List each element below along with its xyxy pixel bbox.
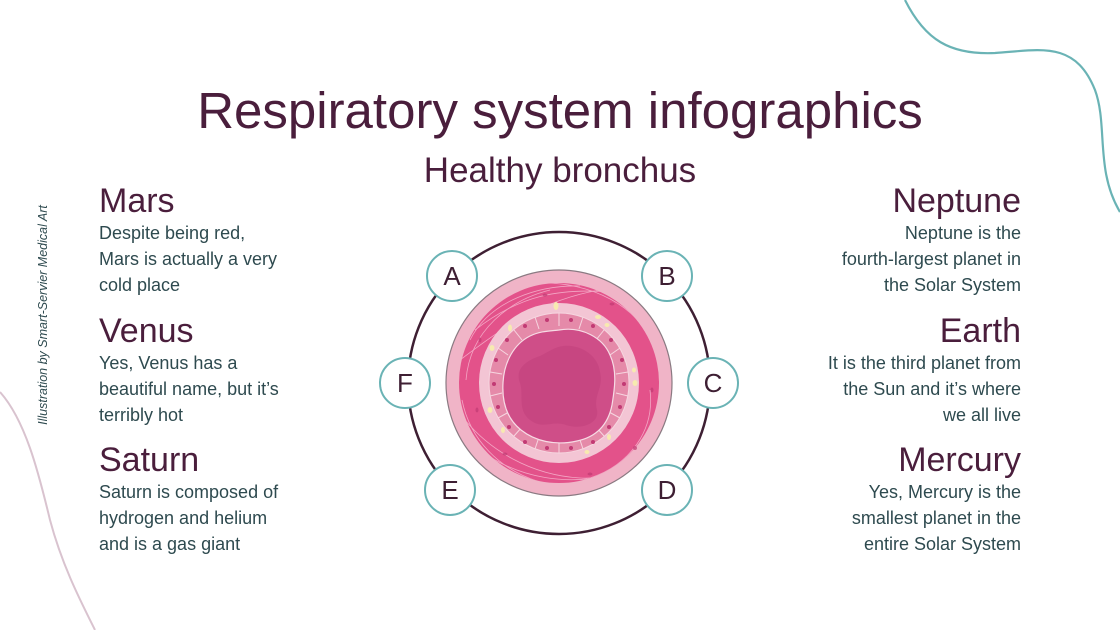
- info-line: the Solar System: [883, 275, 1021, 295]
- info-line: Mars is actually a very: [99, 249, 278, 269]
- info-line: Neptune is the: [904, 223, 1021, 243]
- info-block-mercury: Mercury Yes, Mercury is the smallest pla…: [781, 441, 1021, 557]
- info-line: and is a gas giant: [99, 534, 241, 554]
- label-e-button[interactable]: E: [424, 464, 476, 516]
- info-block-earth: Earth It is the third planet from the Su…: [761, 312, 1021, 428]
- info-line: It is the third planet from: [827, 353, 1021, 373]
- bronchus-cross-section-icon: [445, 269, 673, 497]
- label-b-button[interactable]: B: [641, 250, 693, 302]
- info-line: Despite being red,: [99, 223, 246, 243]
- info-line: hydrogen and helium: [99, 508, 268, 528]
- info-heading: Earth: [939, 312, 1021, 350]
- info-block-venus: Venus Yes, Venus has a beautiful name, b…: [99, 312, 339, 428]
- info-heading: Venus: [99, 312, 194, 350]
- page-subtitle: Healthy bronchus: [423, 151, 697, 190]
- info-line: smallest planet in the: [851, 508, 1021, 528]
- info-line: Yes, Mercury is the: [868, 482, 1021, 502]
- info-line: fourth-largest planet in: [841, 249, 1021, 269]
- info-line: entire Solar System: [863, 534, 1021, 554]
- info-line: beautiful name, but it’s: [99, 379, 279, 399]
- info-block-mars: Mars Despite being red, Mars is actually…: [99, 182, 339, 298]
- label-a-button[interactable]: A: [426, 250, 478, 302]
- info-line: Yes, Venus has a: [99, 353, 238, 373]
- info-heading: Neptune: [892, 182, 1021, 220]
- label-f-button[interactable]: F: [379, 357, 431, 409]
- page-title: Respiratory system infographics: [197, 82, 923, 139]
- info-line: we all live: [942, 405, 1021, 425]
- label-d-button[interactable]: D: [641, 464, 693, 516]
- info-block-neptune: Neptune Neptune is the fourth-largest pl…: [781, 182, 1021, 298]
- info-heading: Saturn: [99, 441, 200, 479]
- info-heading: Mars: [99, 182, 175, 220]
- info-line: terribly hot: [99, 405, 184, 425]
- info-line: cold place: [99, 275, 181, 295]
- info-block-saturn: Saturn Saturn is composed of hydrogen an…: [99, 441, 339, 557]
- info-line: the Sun and it’s where: [843, 379, 1021, 399]
- info-heading: Mercury: [898, 441, 1021, 479]
- info-line: Saturn is composed of: [99, 482, 279, 502]
- label-c-button[interactable]: C: [687, 357, 739, 409]
